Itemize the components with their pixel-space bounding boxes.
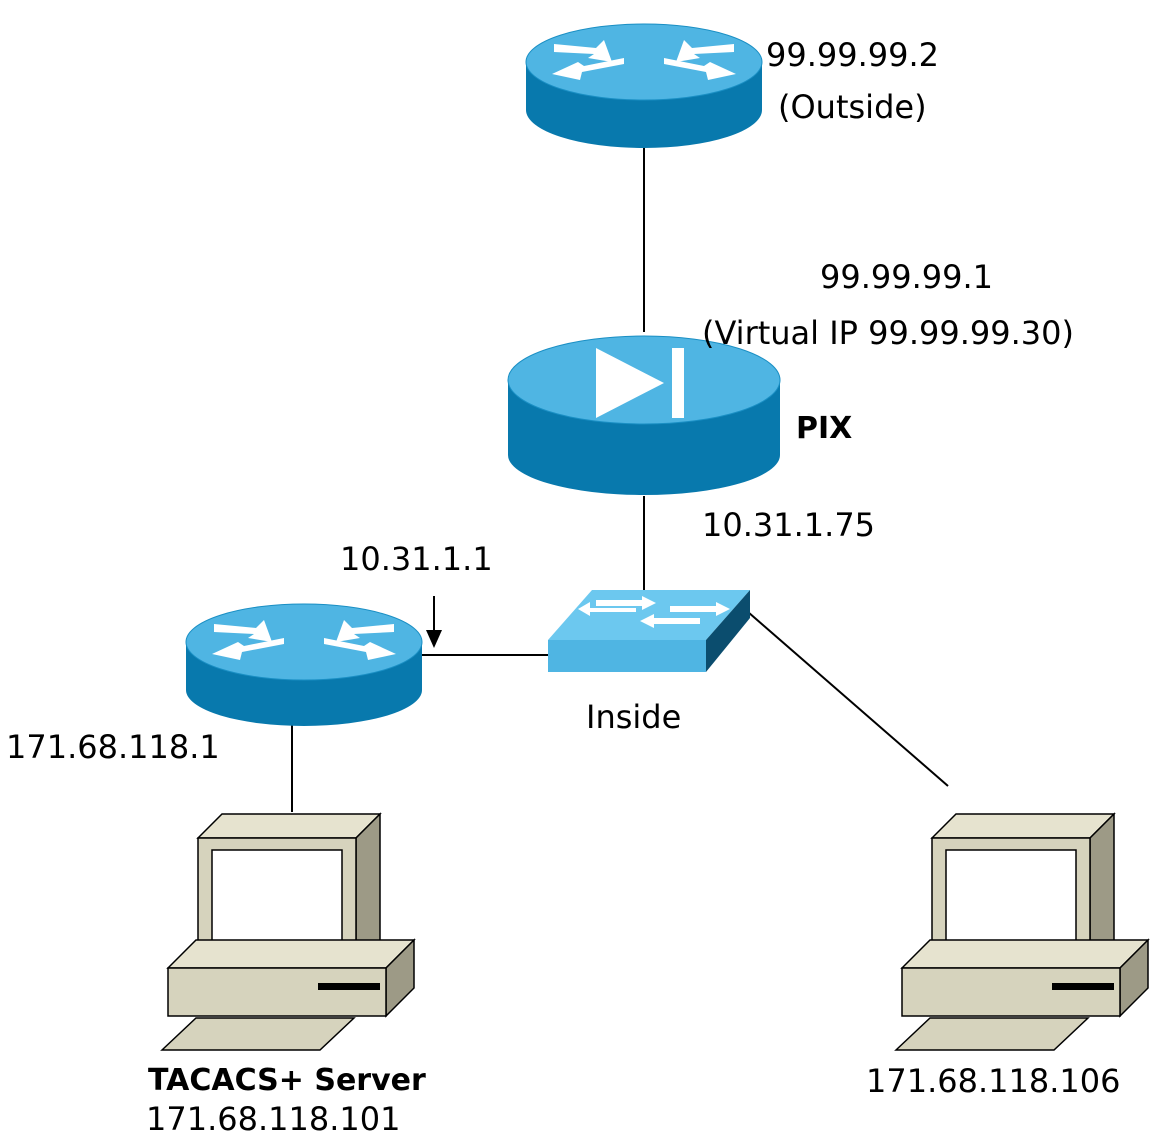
links (291, 145, 949, 812)
tacacs-workstation-icon (160, 812, 416, 1051)
link-switch-client (747, 611, 949, 787)
switch-icon (548, 590, 750, 672)
client-ip-label: 171.68.118.106 (866, 1062, 1120, 1100)
outside-router-icon (525, 23, 763, 148)
inside-router-ip-label: 10.31.1.1 (340, 540, 493, 578)
tacacs-name-label: TACACS+ Server (148, 1063, 426, 1098)
pix-firewall-icon (507, 335, 781, 495)
pix-virtual-ip-label: (Virtual IP 99.99.99.30) (702, 314, 1074, 352)
client-workstation-icon (894, 812, 1150, 1051)
pix-inside-ip-label: 10.31.1.75 (702, 506, 875, 544)
pix-outside-ip-label: 99.99.99.1 (820, 258, 993, 296)
tacacs-ip-label: 171.68.118.101 (146, 1100, 400, 1138)
inside-router-icon (185, 603, 423, 726)
inside-router-lan-ip-label: 171.68.118.1 (6, 728, 220, 766)
switch-label: Inside (586, 698, 681, 736)
outside-router-side-label: (Outside) (778, 88, 927, 126)
interface-arrow (426, 596, 442, 648)
outside-router-ip-label: 99.99.99.2 (766, 36, 939, 74)
pix-name-label: PIX (796, 411, 852, 446)
